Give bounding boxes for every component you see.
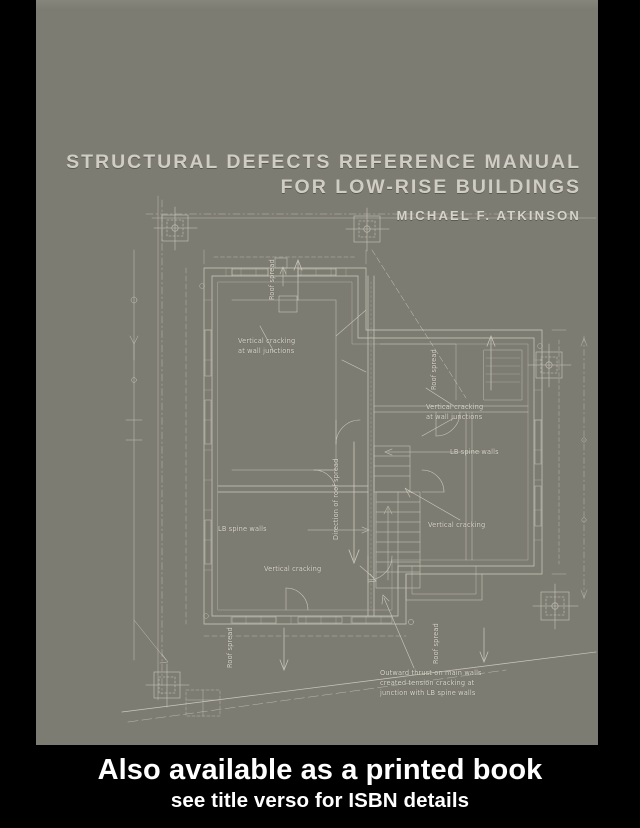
- label-roof-spread-top: Roof spread: [268, 259, 276, 300]
- annotation-lb-spine-walls-left: LB spine walls: [218, 525, 267, 533]
- banner-line-2: see title verso for ISBN details: [170, 788, 470, 812]
- book-author: MICHAEL F. ATKINSON: [396, 207, 581, 223]
- label-direction-of-roof-spread: Direction of roof spread: [332, 458, 340, 540]
- annotation-outward-thrust: Outward thrust on main walls created ten…: [380, 669, 482, 698]
- banner-line-1: Also available as a printed book: [97, 754, 543, 786]
- annotation-vertical-cracking-right: Vertical cracking at wall junctions: [426, 403, 484, 421]
- label-roof-spread-right: Roof spread: [430, 349, 438, 390]
- printed-book-banner: Also available as a printed book see tit…: [0, 745, 640, 828]
- annotation-lb-spine-walls-right: LB spine walls: [450, 448, 499, 456]
- title-block: STRUCTURAL DEFECTS REFERENCE MANUAL FOR …: [36, 150, 581, 225]
- floor-plan-drawing: [36, 0, 598, 745]
- cover-panel: STRUCTURAL DEFECTS REFERENCE MANUAL FOR …: [36, 0, 598, 745]
- label-roof-spread-bottom-right: Roof spread: [432, 623, 440, 664]
- book-title-line-2: FOR LOW-RISE BUILDINGS: [280, 176, 581, 199]
- annotation-vertical-cracking-top: Vertical cracking at wall junctions: [238, 337, 296, 355]
- label-roof-spread-bottom-left: Roof spread: [226, 627, 234, 668]
- annotation-vertical-cracking-left: Vertical cracking: [264, 565, 322, 573]
- annotation-vertical-cracking-mid: Vertical cracking: [428, 521, 486, 529]
- book-title-line-1: STRUCTURAL DEFECTS REFERENCE MANUAL: [66, 151, 581, 173]
